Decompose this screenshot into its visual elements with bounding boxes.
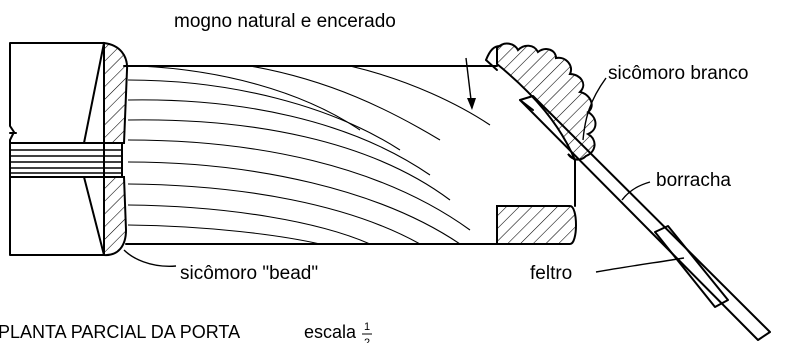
sycamore-white-leader: [582, 77, 607, 141]
sycamore-bead-piece: [83, 41, 129, 257]
label-mahogany: mogno natural e encerado: [174, 11, 396, 32]
label-sycamore-white: sicômoro branco: [608, 63, 748, 84]
label-rubber: borracha: [656, 170, 731, 191]
bead-leader: [123, 249, 177, 267]
caption-scale-denominator: 2: [364, 337, 370, 343]
spline-strips: [9, 142, 123, 178]
caption-scale-numerator: 1: [364, 321, 370, 333]
caption-title: PLANTA PARCIAL DA PORTA: [0, 322, 240, 342]
white-sycamore-block: [485, 42, 597, 161]
caption-scale-label: escala: [304, 322, 357, 342]
rubber-leader: [621, 181, 651, 201]
label-sycamore-bead: sicômoro "bead": [180, 263, 318, 284]
mahogany-rail: [123, 57, 498, 245]
lower-sycamore-piece: [496, 159, 577, 245]
wood-grain: [127, 65, 491, 244]
label-felt: feltro: [530, 263, 572, 284]
felt-strip: [654, 225, 729, 308]
felt-leader: [595, 257, 685, 273]
left-jamb-block: [9, 42, 105, 256]
